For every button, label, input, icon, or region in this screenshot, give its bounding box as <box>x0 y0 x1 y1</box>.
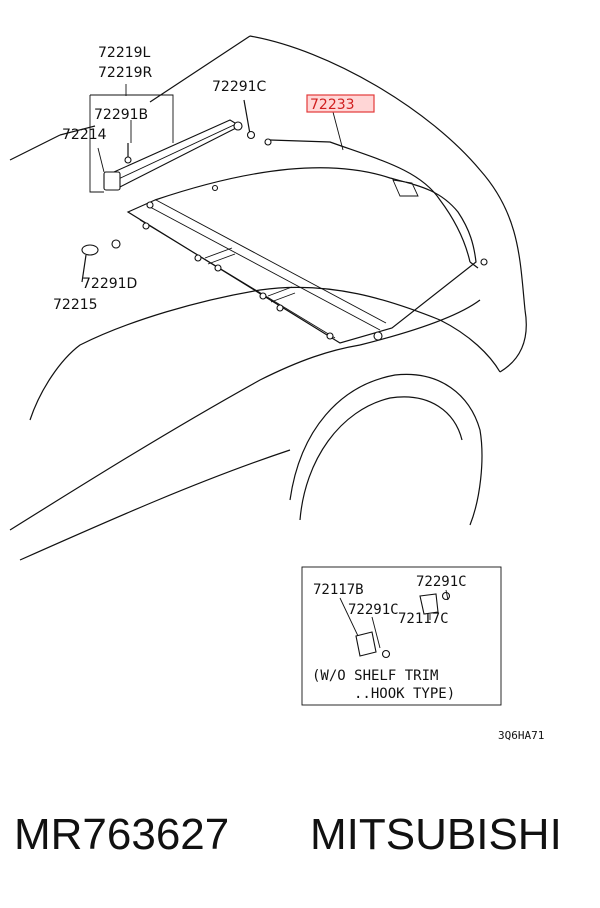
inset-label-72291C-a: 72291C <box>416 574 467 590</box>
inset-box: 72117B 72291C 72291C 72117C (W/O SHELF T… <box>301 566 502 706</box>
inset-label-72117B: 72117B <box>313 582 364 598</box>
label-72291B: 72291B <box>94 107 148 123</box>
cargo-cover-assembly <box>126 138 488 344</box>
label-72214: 72214 <box>62 127 107 143</box>
diagram-code: 3Q6HA71 <box>498 729 544 742</box>
label-72233: 72233 <box>310 97 355 113</box>
label-72219L: 72219L <box>98 45 151 61</box>
clip-72215 <box>81 239 121 283</box>
inset-label-72291C-b: 72291C <box>348 602 399 618</box>
label-72219R: 72219R <box>98 65 153 81</box>
highlight-box-72233 <box>306 94 375 113</box>
footer: MR763627 MITSUBISHI <box>0 790 600 890</box>
leader-lines <box>89 84 344 193</box>
inset-label-72117C: 72117C <box>398 611 449 627</box>
parts-diagram: 72219L 72219R 72291B 72214 72291C 72233 … <box>9 35 544 742</box>
inset-note-line1: (W/O SHELF TRIM <box>312 668 438 684</box>
label-72291C-top: 72291C <box>212 79 267 95</box>
part-number: MR763627 <box>14 810 230 859</box>
inset-note-line2: ..HOOK TYPE) <box>354 686 455 702</box>
label-72215: 72215 <box>53 297 98 313</box>
brand-name: MITSUBISHI <box>310 810 562 859</box>
screw-72291C-top <box>243 99 256 140</box>
screw-72291B <box>124 143 132 164</box>
label-72291D: 72291D <box>82 276 137 292</box>
trim-strip-72219 <box>103 119 243 191</box>
